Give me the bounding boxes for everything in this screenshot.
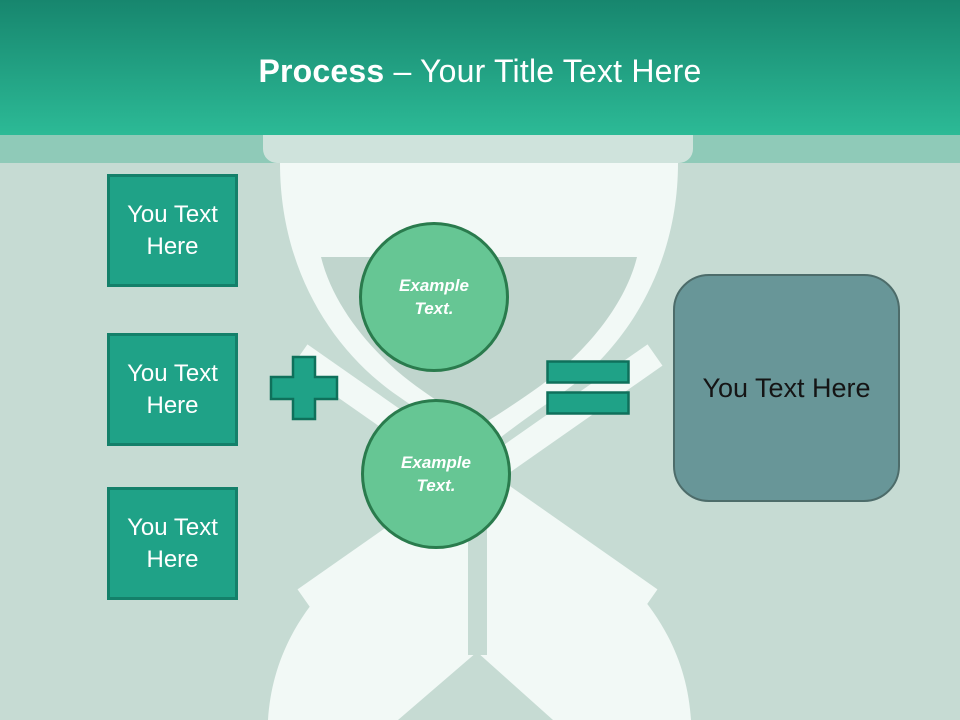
header-band: Process – Your Title Text Here xyxy=(0,0,960,135)
example-circle-2-label: Example Text. xyxy=(401,453,471,495)
hourglass-cap xyxy=(263,135,693,163)
title-rest: – Your Title Text Here xyxy=(393,53,702,89)
equals-icon xyxy=(546,360,630,415)
example-circle-2[interactable]: Example Text. xyxy=(361,399,511,549)
example-circle-1[interactable]: Example Text. xyxy=(359,222,509,372)
example-circle-1-label: Example Text. xyxy=(399,276,469,318)
result-box[interactable]: You Text Here xyxy=(673,274,900,502)
text-box-2[interactable]: You Text Here xyxy=(107,333,238,446)
text-box-2-label: You Text Here xyxy=(127,359,218,419)
text-box-3-label: You Text Here xyxy=(127,513,218,573)
text-box-3[interactable]: You Text Here xyxy=(107,487,238,600)
plus-icon xyxy=(269,355,339,421)
hourglass-bottom-split xyxy=(398,652,553,720)
text-box-1-label: You Text Here xyxy=(127,200,218,260)
page-title[interactable]: Process – Your Title Text Here xyxy=(0,52,960,90)
result-box-label: You Text Here xyxy=(702,372,871,403)
text-box-1[interactable]: You Text Here xyxy=(107,174,238,287)
title-keyword: Process xyxy=(258,53,385,89)
